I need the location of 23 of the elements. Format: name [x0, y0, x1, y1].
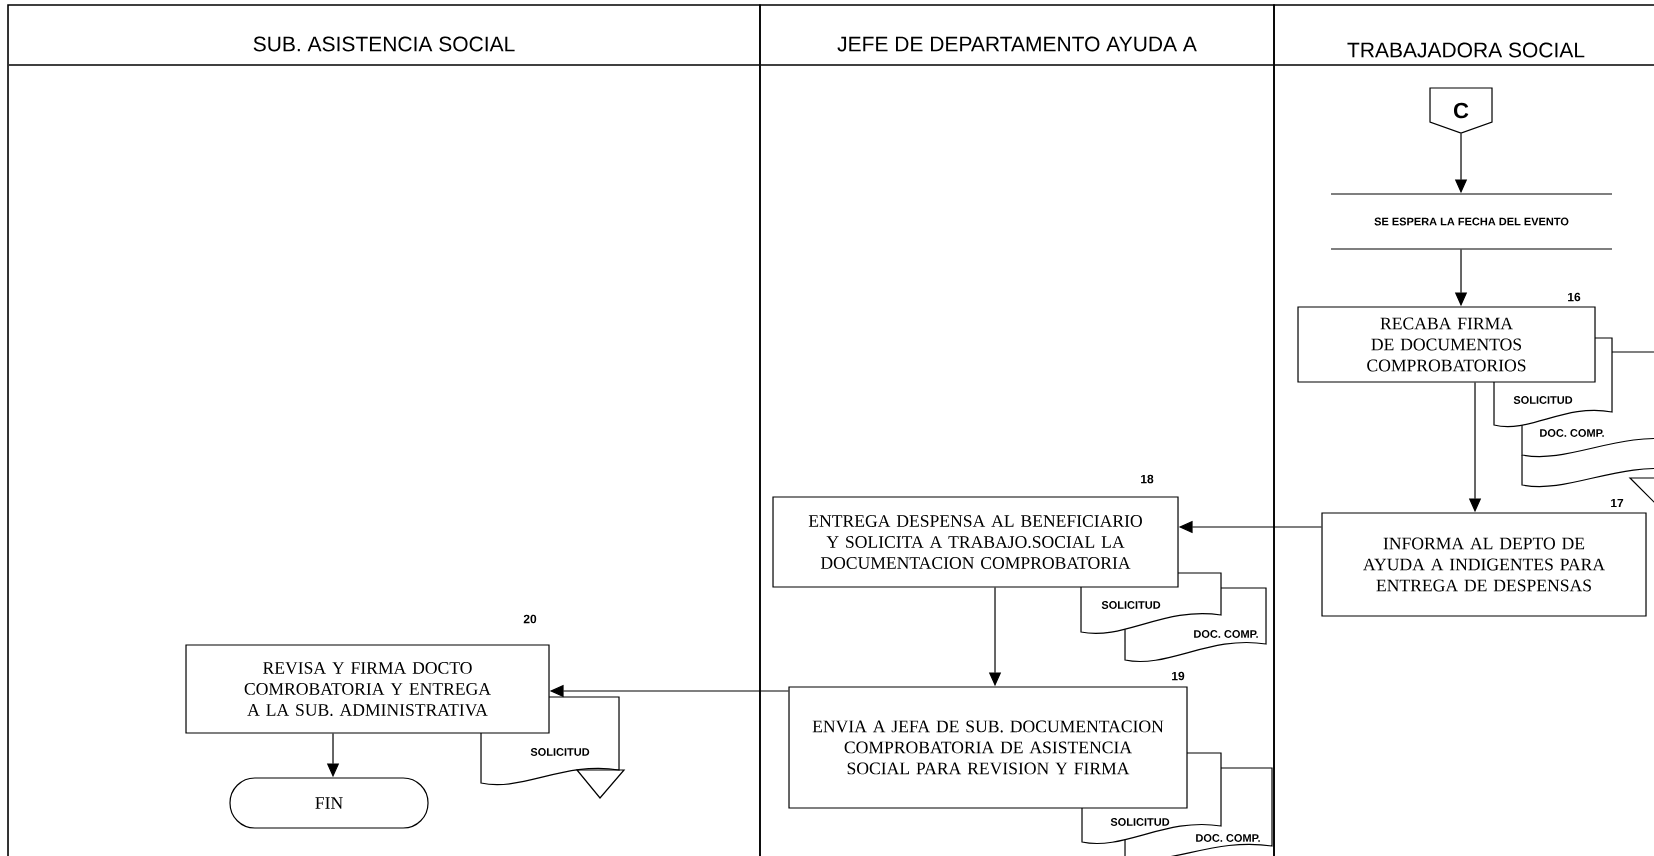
document-label: SOLICITUD	[1110, 818, 1170, 826]
lane-header: JEFE DE DEPARTAMENTO AYUDA A	[837, 36, 1197, 52]
document-label: SOLICITUD	[530, 748, 590, 756]
process-box: ENTREGA DESPENSA AL BENEFICIARIO Y SOLICITA A TRABAJO.SOCIAL LA DOCUMENTACION COMPROBATORIA	[772, 496, 1179, 588]
step-number: 17	[1611, 498, 1624, 508]
wait-label: SE ESPERA LA FECHA DEL EVENTO	[1374, 217, 1569, 226]
document-label: DOC. COMP.	[1194, 630, 1258, 638]
process-box: RECABA FIRMA DE DOCUMENTOS COMPROBATORIOS	[1297, 306, 1596, 383]
step-number: 16	[1568, 292, 1581, 302]
process-box: INFORMA AL DEPTO DE AYUDA A INDIGENTES PARA ENTREGA DE DESPENSAS	[1321, 512, 1647, 617]
lane-header: TRABAJADORA SOCIAL	[1347, 42, 1585, 58]
terminator: FIN	[229, 777, 429, 829]
document-label: DOC. COMP.	[1196, 834, 1260, 842]
step-number: 18	[1141, 474, 1154, 484]
document-label: SOLICITUD	[1101, 601, 1161, 609]
document-label: DOC. COMP.	[1540, 429, 1604, 437]
step-number: 19	[1172, 671, 1185, 681]
document-label: SOLICITUD	[1513, 396, 1573, 404]
lane-header: SUB. ASISTENCIA SOCIAL	[253, 36, 515, 52]
process-box: ENVIA A JEFA DE SUB. DOCUMENTACION COMPROBATORIA DE ASISTENCIA SOCIAL PARA REVISION Y FIRMA	[788, 686, 1188, 809]
process-box: REVISA Y FIRMA DOCTO COMROBATORIA Y ENTREGA A LA SUB. ADMINISTRATIVA	[185, 644, 550, 734]
step-number: 20	[523, 614, 537, 624]
connector-letter: C	[1453, 102, 1469, 119]
